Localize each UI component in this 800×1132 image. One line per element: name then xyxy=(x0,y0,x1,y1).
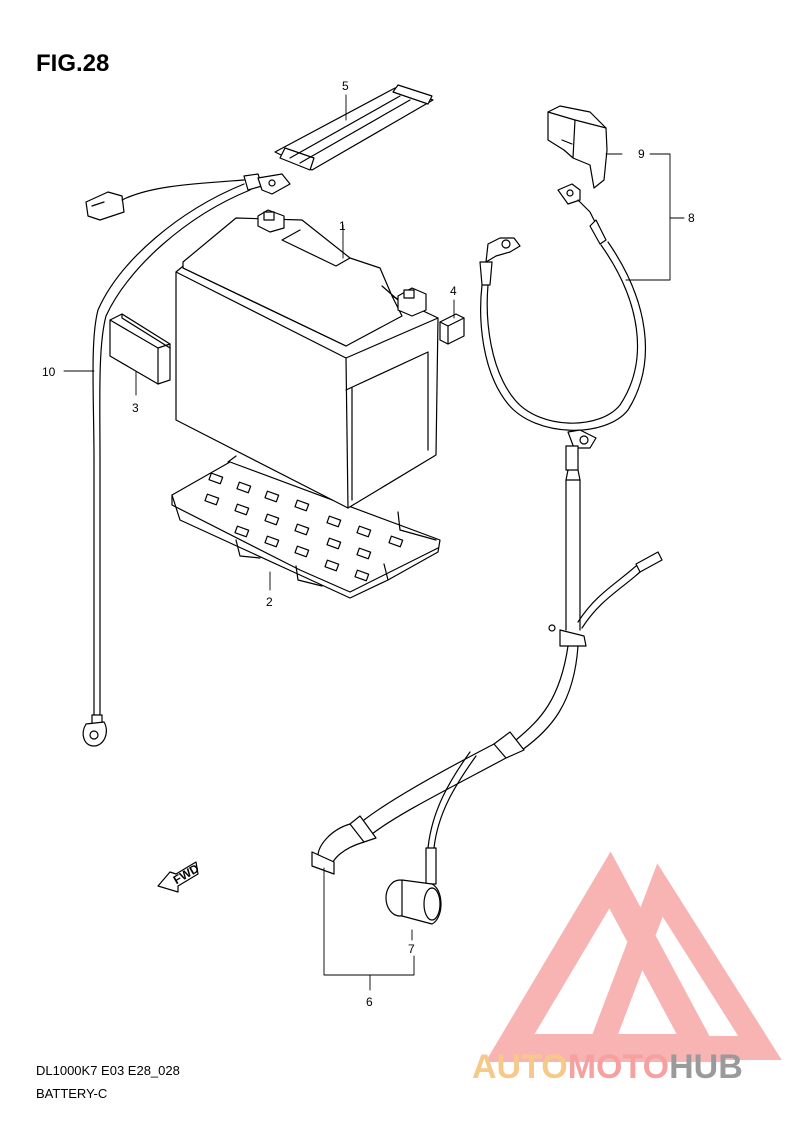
figure-title: FIG.28 xyxy=(36,50,110,77)
callout-2: 2 xyxy=(266,595,273,609)
callout-8: 8 xyxy=(688,211,695,225)
callout-6: 6 xyxy=(366,995,373,1009)
callout-7: 7 xyxy=(408,942,415,956)
watermark-logo xyxy=(485,851,782,1062)
footer-section-name: BATTERY-C xyxy=(36,1086,108,1101)
terminal-cover xyxy=(547,105,608,189)
footer-model-code: DL1000K7 E03 E28_028 xyxy=(36,1063,180,1078)
callout-10: 10 xyxy=(42,365,56,379)
cable-clamp xyxy=(385,879,442,925)
battery-strap xyxy=(274,84,434,171)
negative-battery-cable xyxy=(311,429,663,885)
callout-5: 5 xyxy=(342,79,349,93)
leader-lines xyxy=(63,94,685,991)
callout-9: 9 xyxy=(638,147,645,161)
callout-4: 4 xyxy=(450,284,457,298)
battery-tray xyxy=(171,455,441,599)
forward-direction-arrow xyxy=(157,861,199,893)
positive-battery-cable xyxy=(479,183,646,431)
callout-1: 1 xyxy=(339,219,346,233)
watermark-moto: MOTO xyxy=(567,1048,670,1086)
watermark-text: AUTOMOTOHUB xyxy=(472,1048,743,1087)
battery-pad-left xyxy=(109,313,171,385)
callout-3: 3 xyxy=(132,401,139,415)
watermark-auto: AUTO xyxy=(472,1048,568,1086)
battery xyxy=(175,209,439,509)
watermark-hub: HUB xyxy=(669,1048,743,1086)
battery-pad-right xyxy=(439,313,465,345)
sensor-lead-wire xyxy=(82,173,291,747)
